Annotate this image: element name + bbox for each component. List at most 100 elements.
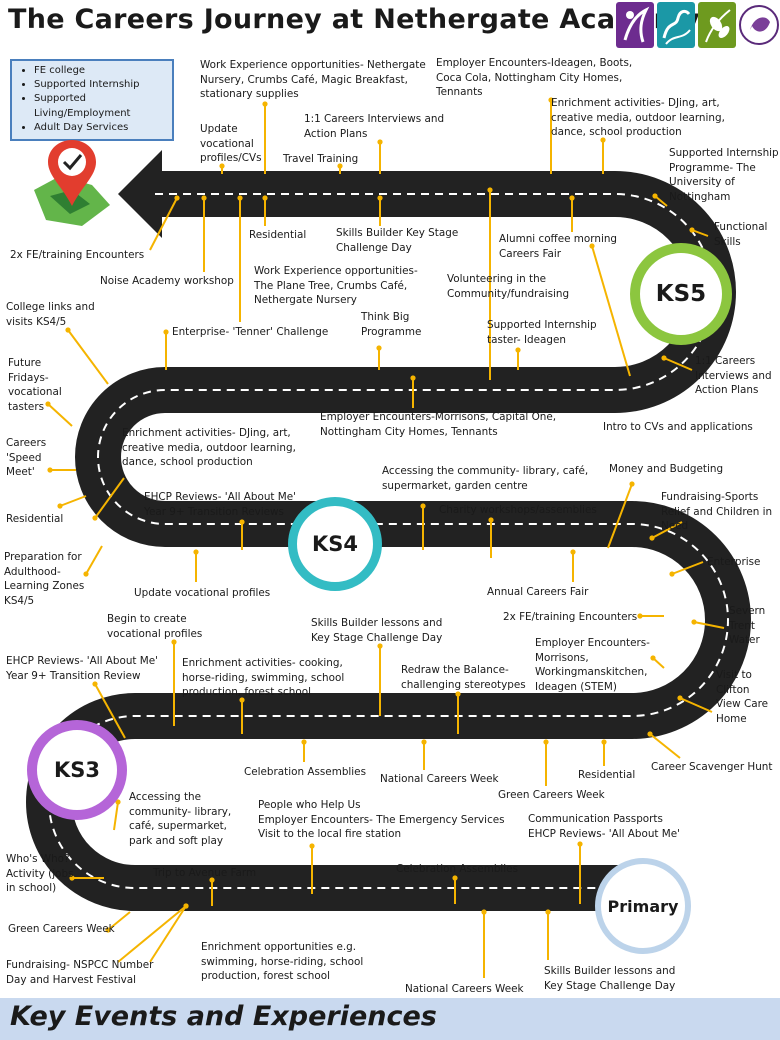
connector-severn-trent xyxy=(693,621,725,629)
connector-dot-residential-ks3 xyxy=(601,739,607,745)
connector-dot-fundraising-sports-relief xyxy=(649,535,655,541)
event-label-line: Key Stage Challenge Day xyxy=(544,979,676,992)
event-label-line: Update vocational profiles xyxy=(134,587,271,599)
connector-fe-encounters-ks5 xyxy=(149,197,178,251)
logo-green-leaf-icon xyxy=(698,2,736,48)
event-label-line: EHCP Reviews- 'All About Me' xyxy=(528,827,681,840)
event-label-line: Programme xyxy=(361,325,422,338)
connector-intro-cvs xyxy=(591,245,631,377)
connector-dot-people-help-us xyxy=(309,843,315,849)
event-label-line: Key Stage Challenge Day xyxy=(311,631,443,644)
event-label-line: National Careers Week xyxy=(405,983,524,995)
event-label-line: Ideagen (STEM) xyxy=(535,680,617,693)
connector-dot-enrichment-ks5 xyxy=(600,137,606,143)
event-label-line: 2x FE/training Encounters xyxy=(10,249,145,261)
connector-dot-volunteering xyxy=(487,187,493,193)
event-label-residential-ks5: Residential xyxy=(249,228,306,243)
connector-ehcp-ks3 xyxy=(94,683,126,739)
event-label-accessing-community-ks4: Accessing the community- library, café,s… xyxy=(382,464,588,493)
event-label-employer-morrisons-ks3: Employer Encounters-Morrisons,Workingman… xyxy=(535,636,650,694)
event-label-line: Career Scavenger Hunt xyxy=(651,761,773,773)
connector-dot-trip-avenue-farm xyxy=(209,877,215,883)
event-label-line: visits KS4/5 xyxy=(6,315,67,328)
connector-dot-careers-interviews-ks5-right xyxy=(661,355,667,361)
event-label-line: Employer Encounters- The Emergency Servi… xyxy=(258,813,505,826)
event-label-line: Fridays- xyxy=(8,371,49,384)
event-label-celebration-ks3: Celebration Assemblies xyxy=(244,765,366,780)
event-label-line: Enrichment activities- DJing, art, xyxy=(551,97,720,109)
event-label-line: Alumni coffee morning xyxy=(499,233,618,245)
event-label-line: Residential xyxy=(578,769,636,781)
event-label-line: Noise Academy workshop xyxy=(100,275,234,287)
event-label-line: tasters xyxy=(8,400,45,413)
event-label-line: Trip to Avenue Farm xyxy=(153,867,257,879)
event-label-residential-ks4: Residential xyxy=(6,512,63,527)
primary-badge: Primary xyxy=(595,858,691,954)
connector-dot-employer-morrisons-ks4 xyxy=(410,375,416,381)
connector-dot-national-careers-ks3 xyxy=(421,739,427,745)
logo-teal-wave-icon xyxy=(657,2,695,48)
connector-dot-functional-skills xyxy=(689,227,695,233)
event-label-line: Enrichment opportunities e.g. xyxy=(201,941,357,953)
event-label-line: Coca Cola, Nottingham City Homes, xyxy=(436,71,623,84)
event-label-line: The Plane Tree, Crumbs Café, xyxy=(254,279,408,292)
event-label-enrichment-ks3: Enrichment activities- cooking,horse-rid… xyxy=(182,656,344,700)
location-pin-icon xyxy=(34,140,110,226)
event-label-line: Communication Passports xyxy=(528,813,663,825)
connector-dot-ehcp-ks4 xyxy=(239,519,245,525)
connector-dot-update-vocational-ks4 xyxy=(193,549,199,555)
connector-career-scavenger xyxy=(649,733,681,759)
event-label-line: View Care xyxy=(716,698,769,711)
event-label-line: Careers Fair xyxy=(499,247,561,260)
connector-functional-skills xyxy=(691,229,709,237)
connector-dot-charity-workshops xyxy=(488,517,494,523)
connector-supported-internship-uon xyxy=(654,195,668,207)
event-label-line: Tennants xyxy=(436,86,483,99)
connector-dot-work-exp-plane-tree xyxy=(237,195,243,201)
event-label-ehcp-ks3: EHCP Reviews- 'All About Me'Year 9+ Tran… xyxy=(6,654,158,683)
event-label-line: National Careers Week xyxy=(380,773,499,785)
logo-circle-swirl-icon xyxy=(739,5,779,45)
connector-dot-careers-speed-meet xyxy=(47,467,53,473)
connector-dot-preparation-adulthood xyxy=(83,571,89,577)
connector-dot-celebration-ks3 xyxy=(301,739,307,745)
ks3-badge: KS3 xyxy=(27,720,127,820)
connector-college-links xyxy=(67,329,109,385)
event-label-line: Skills xyxy=(714,235,741,248)
event-label-line: Home xyxy=(716,712,747,725)
connector-dot-enterprise-ks4 xyxy=(669,571,675,577)
event-label-line: Day and Harvest Festival xyxy=(6,973,137,986)
event-label-employer-ideagen-boots: Employer Encounters-Ideagen, Boots, Coca … xyxy=(436,56,632,100)
connector-dot-severn-trent xyxy=(691,619,697,625)
event-label-line: Visit to the local fire station xyxy=(258,828,402,841)
connector-dot-fe-encounters-ks4 xyxy=(637,613,643,619)
connector-accessing-community-primary xyxy=(113,801,119,831)
event-label-ehcp-ks4: EHCP Reviews- 'All About Me'Year 9+ Tran… xyxy=(144,490,296,519)
event-label-line: Who's Who? xyxy=(6,853,70,865)
event-label-line: 1:1 Careers Interviews and xyxy=(304,113,445,125)
event-label-line: Enterprise- 'Tenner' Challenge xyxy=(172,326,329,338)
connector-dot-visit-clifton xyxy=(677,695,683,701)
connector-dot-celebration-primary xyxy=(452,875,458,881)
event-label-line: Skills Builder lessons and xyxy=(544,965,676,977)
connector-dot-whos-who xyxy=(69,875,75,881)
connector-dot-enrichment-ks3 xyxy=(239,697,245,703)
destinations-list: FE college Supported Internship Supporte… xyxy=(18,64,168,135)
event-label-work-exp-plane-tree: Work Experience opportunities-The Plane … xyxy=(254,264,418,308)
event-label-line: Future xyxy=(8,357,42,369)
event-label-line: Water xyxy=(729,634,760,647)
academy-logos xyxy=(616,2,779,48)
event-label-line: vocational xyxy=(8,386,62,399)
event-label-line: Employer Encounters-Ideagen, Boots, xyxy=(436,57,633,69)
connector-dot-skills-builder-ks4 xyxy=(377,643,383,649)
event-label-line: Meet' xyxy=(6,466,35,479)
connector-dot-enterprise-tenner xyxy=(163,329,169,335)
connector-dot-accessing-community-ks4 xyxy=(420,503,426,509)
event-label-line: Visit to xyxy=(716,669,752,681)
